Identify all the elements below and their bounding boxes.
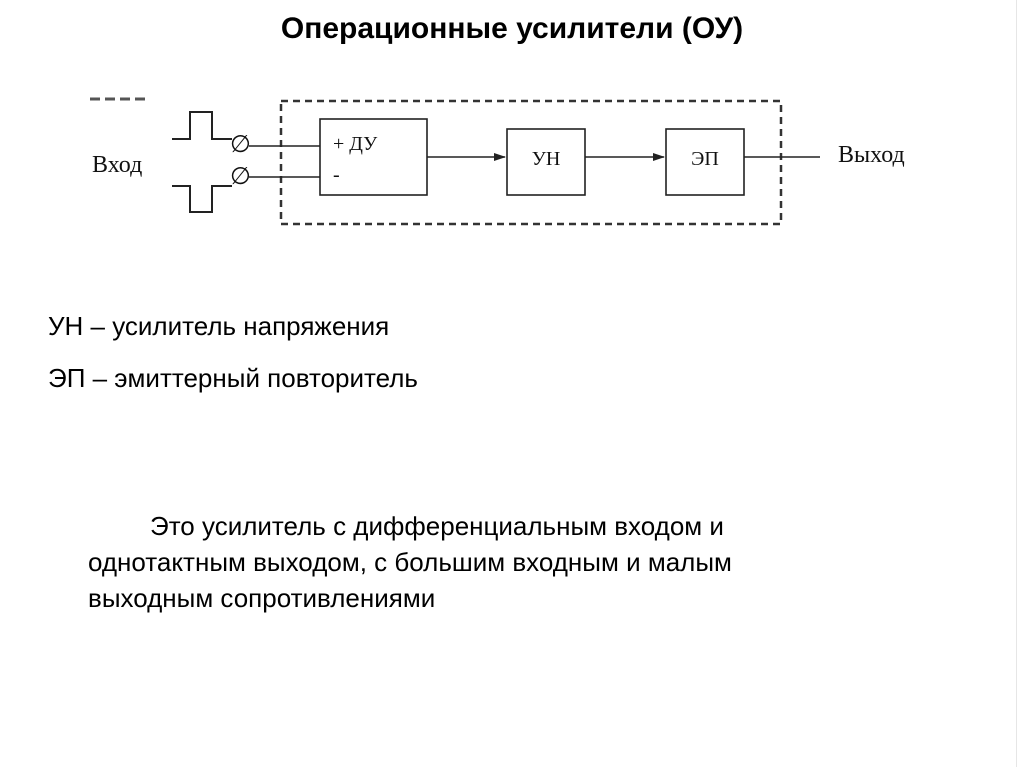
legend-item-un: УН – усилитель напряжения (48, 311, 390, 341)
block-ep-label: ЭП (691, 148, 719, 170)
input-label: Вход (92, 152, 142, 178)
description-paragraph: Это усилитель с дифференциальным входом … (88, 508, 968, 616)
block-un-label: УН (532, 148, 561, 170)
slide-edge (1016, 0, 1017, 767)
legend-item-ep: ЭП – эмиттерный повторитель (48, 363, 418, 393)
description-line: выходным сопротивлениями (88, 583, 436, 613)
block-du-label-minus: - (333, 164, 340, 186)
output-label: Выход (838, 142, 905, 168)
op-amp-block-diagram: ∅ ∅ Вход + ДУ - УН ЭП Выход (90, 97, 905, 226)
block-du-label-plus: + ДУ (333, 133, 378, 155)
input-connector-top (172, 111, 232, 140)
slide-title: Операционные усилители (ОУ) (280, 12, 744, 45)
description-line: Это усилитель с дифференциальным входом … (150, 511, 724, 541)
block-du (319, 118, 428, 196)
input-connector-bottom (172, 185, 232, 213)
terminal-plus-symbol: ∅ (230, 132, 251, 158)
description-line: однотактным выходом, с большим входным и… (88, 547, 732, 577)
terminal-minus-symbol: ∅ (230, 164, 251, 190)
block-un (506, 128, 586, 196)
block-ep (665, 128, 745, 196)
